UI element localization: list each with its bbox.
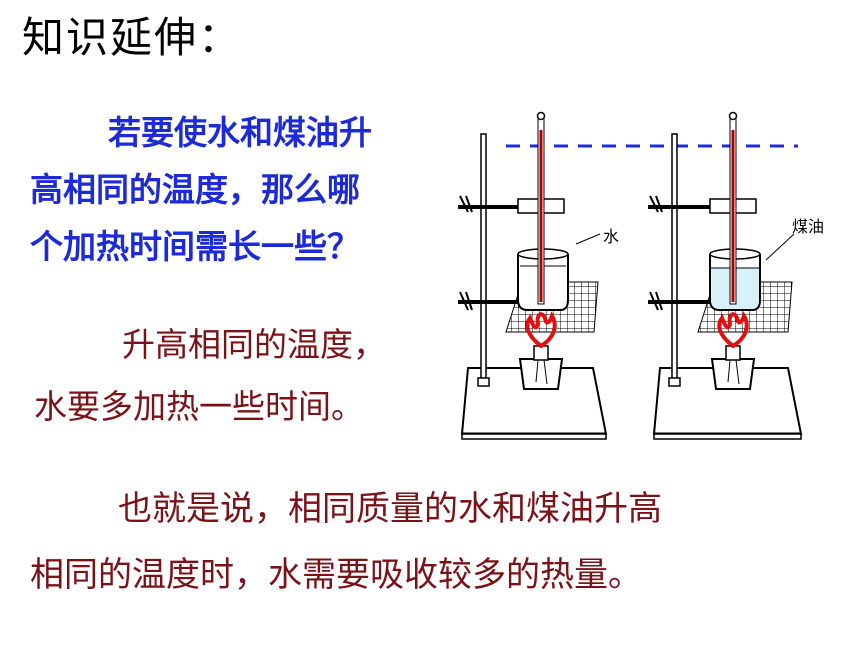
answer-line-2: 水要多加热一些时间。 bbox=[34, 387, 364, 426]
right-stand-rod bbox=[671, 133, 678, 383]
conclusion-text: 也就是说，相同质量的水和煤油升高 相同的温度时，水需要吸收较多的热量。 bbox=[30, 476, 830, 608]
left-apparatus: 水 bbox=[458, 111, 619, 440]
question-line-2: 高相同的温度，那么哪 bbox=[30, 170, 360, 209]
answer-line-1: 升高相同的温度， bbox=[122, 325, 386, 364]
question-text: 若要使水和煤油升 高相同的温度，那么哪 个加热时间需长一些？ bbox=[30, 104, 430, 275]
experiment-diagram: 水 煤油 bbox=[458, 111, 824, 440]
left-label-water: 水 bbox=[603, 227, 619, 246]
right-flame bbox=[717, 311, 749, 349]
left-alcohol-lamp bbox=[518, 358, 564, 390]
conclusion-line-2: 相同的温度时，水需要吸收较多的热量。 bbox=[30, 555, 642, 595]
slide-title: 知识延伸： bbox=[22, 13, 243, 62]
question-line-3: 个加热时间需长一些？ bbox=[30, 227, 360, 266]
left-stand-rod bbox=[480, 133, 487, 383]
right-alcohol-lamp bbox=[710, 358, 756, 390]
conclusion-line-1: 也就是说，相同质量的水和煤油升高 bbox=[118, 489, 662, 529]
left-flame bbox=[525, 311, 557, 349]
question-line-1: 若要使水和煤油升 bbox=[108, 113, 372, 152]
answer-text: 升高相同的温度， 水要多加热一些时间。 bbox=[34, 314, 464, 438]
right-apparatus: 煤油 bbox=[648, 111, 824, 440]
right-label-kerosene: 煤油 bbox=[792, 217, 824, 236]
